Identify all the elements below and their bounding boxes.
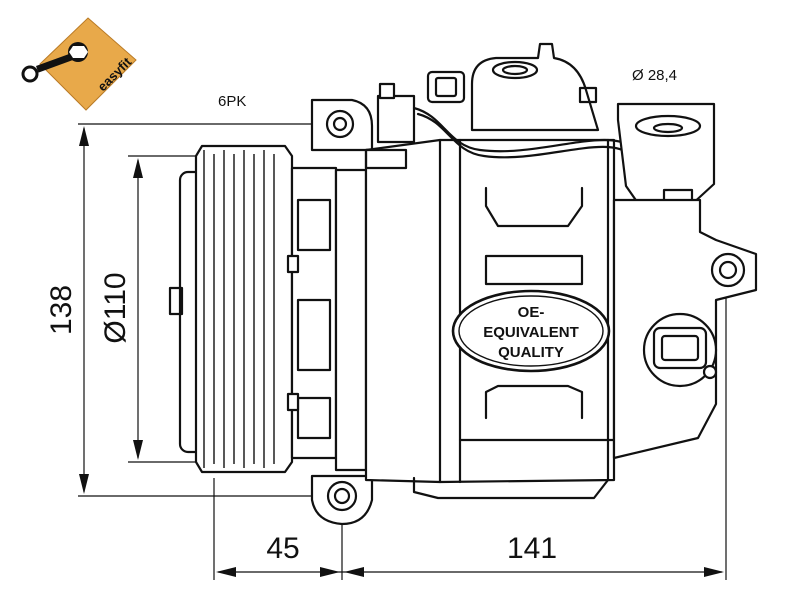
clutch-plate <box>286 166 368 472</box>
length-dimensions: 45 141 <box>213 252 727 580</box>
top-connector <box>376 70 466 144</box>
stamp-line-3: QUALITY <box>498 344 564 361</box>
wrench-icon <box>21 42 88 83</box>
easyfit-logo: easyfit <box>21 17 137 111</box>
pulley-offset-label: 45 <box>266 532 299 565</box>
pulley-diameter-dimension: Ø110 <box>99 155 210 463</box>
pulley-diameter-label: Ø110 <box>99 272 132 343</box>
front-mount-bottom <box>310 474 374 526</box>
stamp-line-1: OE- <box>518 304 545 321</box>
height-label: 138 <box>45 285 78 335</box>
body-length-label: 141 <box>507 532 557 565</box>
discharge-port <box>616 102 716 210</box>
service-port <box>470 42 600 132</box>
belt-profile-dimension: 6PK <box>78 93 330 125</box>
stamp-line-2: EQUIVALENT <box>483 324 579 341</box>
pulley <box>168 144 294 474</box>
belt-profile-label: 6PK <box>218 93 246 110</box>
height-dimension: 138 <box>45 126 330 497</box>
port-diameter-label: Ø 28,4 <box>632 67 677 84</box>
oe-quality-stamp: OE- EQUIVALENT QUALITY <box>451 289 611 373</box>
rear-housing <box>612 198 758 460</box>
front-mount-top <box>310 98 374 152</box>
